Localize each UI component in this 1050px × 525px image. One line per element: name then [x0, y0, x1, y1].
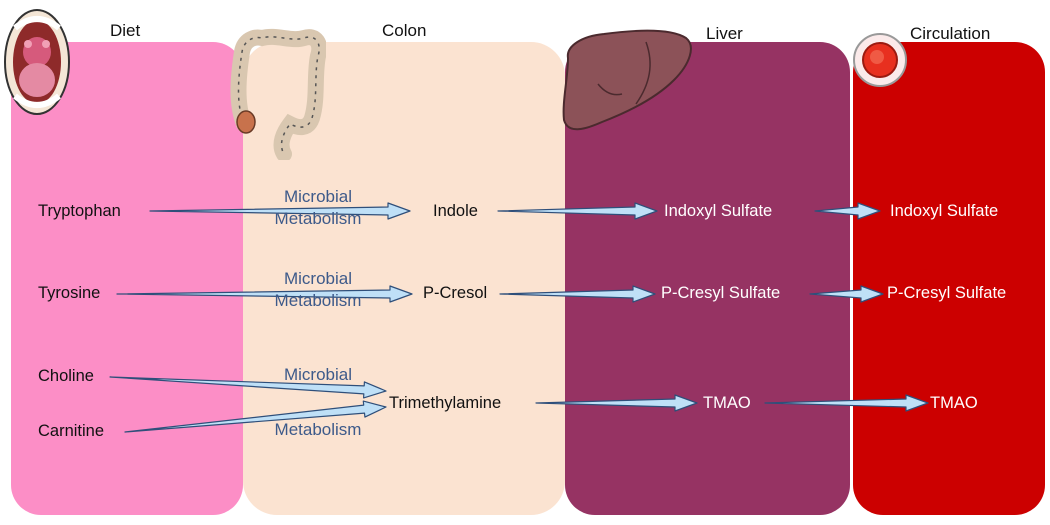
arrow-trimethylamine-to-tmao [535, 394, 698, 412]
diet-panel [11, 42, 243, 515]
liver-panel [565, 42, 850, 515]
colon-icon [230, 28, 326, 160]
process-line-2a: Microbial [283, 269, 353, 288]
diet-title: Diet [110, 21, 141, 40]
arrow-tryptophan-to-indole [149, 202, 411, 220]
diet-choline-label: Choline [38, 367, 94, 385]
blood-cell-icon [853, 33, 907, 87]
arrow-carnitine-to-trimethylamine [124, 400, 387, 433]
circulation-panel [853, 42, 1045, 515]
circulation-tmao-label: TMAO [930, 394, 978, 412]
circulation-title: Circulation [910, 24, 991, 43]
process-line-2b: Metabolism [274, 291, 362, 310]
diet-tryptophan-label: Tryptophan [38, 202, 121, 220]
arrow-choline-to-trimethylamine [109, 376, 387, 399]
liver-icon [562, 29, 692, 131]
arrow-p-cresyl-sulfate-to-circulation [809, 285, 884, 303]
diet-carnitine-label: Carnitine [38, 422, 105, 440]
colon-title: Colon [382, 21, 427, 40]
arrow-tmao-to-circulation [764, 394, 929, 412]
process-line-1a: Microbial [283, 187, 353, 206]
process-label-1: Microbial Metabolism [262, 186, 374, 230]
arrow-p-cresol-to-p-cresyl-sulfate [499, 285, 656, 303]
process-line-3b: Metabolism [274, 420, 362, 439]
liver-tmao-label: TMAO [703, 394, 751, 412]
arrow-indole-to-indoxyl-sulfate [497, 202, 658, 220]
colon-indole-label: Indole [433, 202, 478, 220]
circulation-indoxyl-sulfate-label: Indoxyl Sulfate [890, 202, 999, 220]
liver-p-cresyl-sulfate-label: P-Cresyl Sulfate [661, 284, 781, 302]
colon-trimethylamine-label: Trimethylamine [389, 394, 502, 412]
process-line-1b: Metabolism [274, 209, 362, 228]
circulation-p-cresyl-sulfate-label: P-Cresyl Sulfate [887, 284, 1007, 302]
colon-p-cresol-label: P-Cresol [423, 284, 488, 302]
diet-tyrosine-label: Tyrosine [38, 284, 101, 302]
mouth-icon [4, 9, 70, 115]
process-label-2: Microbial Metabolism [262, 268, 374, 312]
arrow-indoxyl-sulfate-to-circulation [814, 202, 881, 220]
arrow-tyrosine-to-p-cresol [116, 285, 413, 303]
liver-title: Liver [706, 24, 743, 43]
liver-indoxyl-sulfate-label: Indoxyl Sulfate [664, 202, 773, 220]
process-line-3a: Microbial [283, 365, 353, 384]
